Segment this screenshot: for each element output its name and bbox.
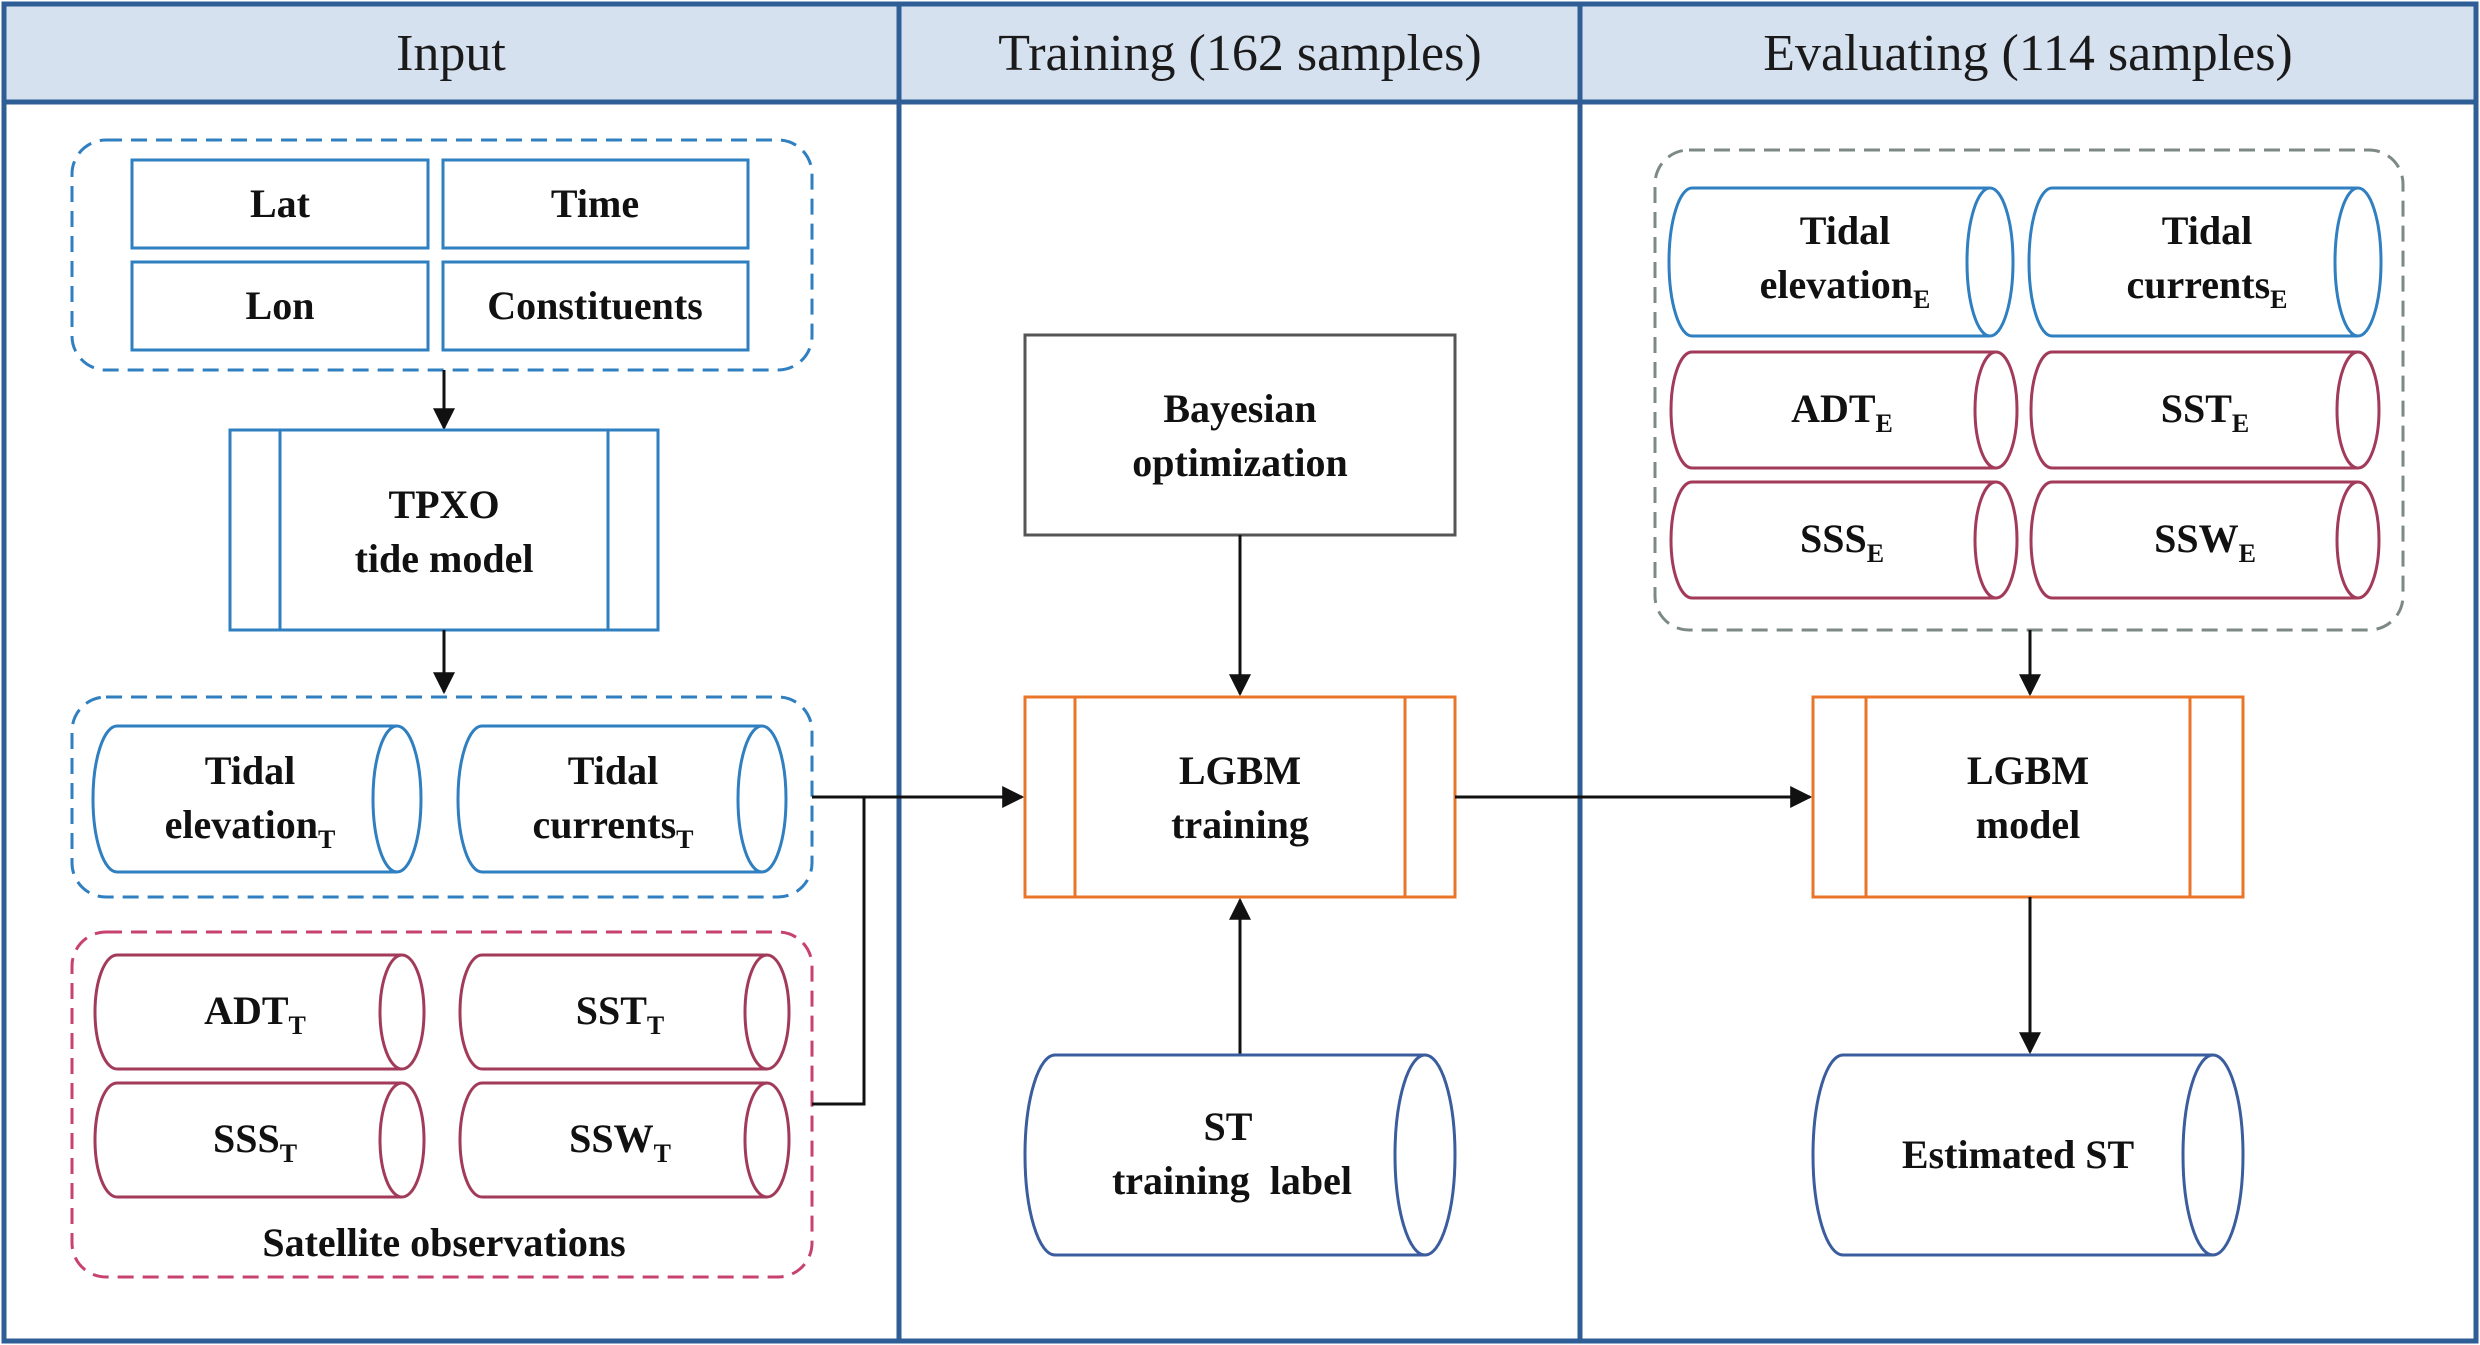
sst-t-label: SSTT xyxy=(576,988,665,1040)
sss-t-cylinder xyxy=(93,1081,426,1199)
st-label-line2: training label xyxy=(1112,1158,1352,1203)
sss-e-label: SSSE xyxy=(1800,516,1884,568)
lgbm-training-process xyxy=(1023,695,1457,899)
lgbm-model-line1: LGBM xyxy=(1967,748,2089,793)
satellite-observations-label: Satellite observations xyxy=(262,1220,625,1265)
sst-e-cylinder xyxy=(2029,350,2381,470)
sss-t-label: SSST xyxy=(213,1116,297,1168)
tidal-elevation-e-line2: elevationE xyxy=(1760,262,1931,314)
tidal-elevation-t-line1: Tidal xyxy=(205,748,295,793)
lon-label: Lon xyxy=(246,283,315,328)
ssw-t-cylinder xyxy=(458,1081,791,1199)
adt-t-cylinder xyxy=(93,953,426,1071)
lat-box xyxy=(130,158,430,250)
st-training-label-cylinder xyxy=(1023,1053,1457,1257)
bayesian-label-line2: optimization xyxy=(1132,440,1348,485)
tidal-currents-e-cylinder xyxy=(2027,186,2383,338)
tidal-output-group-outline xyxy=(70,695,814,899)
evaluation-inputs-group-outline xyxy=(1653,148,2405,632)
estimated-st-cylinder xyxy=(1811,1053,2245,1257)
estimated-st-label: Estimated ST xyxy=(1902,1132,2135,1177)
tidal-currents-e-line2: currentsE xyxy=(2126,262,2287,314)
bayesian-label-line1: Bayesian xyxy=(1163,386,1316,431)
tidal-elevation-e-cylinder xyxy=(1667,186,2015,338)
adt-e-cylinder xyxy=(1669,350,2019,470)
adt-e-label: ADTE xyxy=(1791,386,1893,438)
constituents-box xyxy=(441,260,750,352)
sst-e-label: SSTE xyxy=(2161,386,2250,438)
parameter-group-outline xyxy=(70,138,814,372)
connector-satellite-to-lgbm xyxy=(812,797,866,1106)
tidal-currents-t-cylinder xyxy=(456,724,788,874)
tpxo-tide-model-process xyxy=(228,428,660,632)
bayesian-optimization-box xyxy=(1023,333,1457,537)
lgbm-training-line2: training xyxy=(1171,802,1309,847)
ssw-e-label: SSWE xyxy=(2154,516,2256,568)
tidal-currents-e-line1: Tidal xyxy=(2162,208,2252,253)
adt-t-label: ADTT xyxy=(204,988,306,1040)
input-panel-header: Input xyxy=(396,25,506,82)
tidal-currents-t-line1: Tidal xyxy=(568,748,658,793)
tidal-elevation-t-line2: elevationT xyxy=(165,802,336,854)
tidal-currents-t-line2: currentsT xyxy=(532,802,693,854)
lgbm-model-line2: model xyxy=(1976,802,2080,847)
lat-label: Lat xyxy=(250,181,311,226)
training-panel-header: Training (162 samples) xyxy=(998,25,1481,82)
sss-e-cylinder xyxy=(1669,480,2019,600)
lgbm-model-process xyxy=(1811,695,2245,899)
constituents-label: Constituents xyxy=(487,283,703,328)
st-label-line1: ST xyxy=(1204,1104,1253,1149)
tpxo-label-line2: tide model xyxy=(355,536,534,581)
tidal-elevation-e-line1: Tidal xyxy=(1800,208,1890,253)
time-box xyxy=(441,158,750,250)
header-band xyxy=(4,4,2476,102)
time-label: Time xyxy=(551,181,639,226)
sst-t-cylinder xyxy=(458,953,791,1071)
evaluating-panel-header: Evaluating (114 samples) xyxy=(1763,25,2293,82)
lgbm-training-line1: LGBM xyxy=(1179,748,1301,793)
ssw-e-cylinder xyxy=(2029,480,2381,600)
tpxo-label-line1: TPXO xyxy=(388,482,499,527)
tidal-elevation-t-cylinder xyxy=(91,724,423,874)
ssw-t-label: SSWT xyxy=(569,1116,671,1168)
lon-box xyxy=(130,260,430,352)
